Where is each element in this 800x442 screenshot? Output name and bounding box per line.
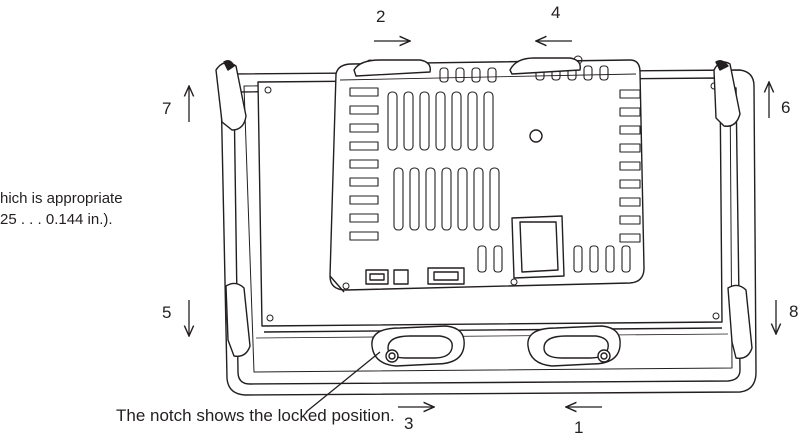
clip-left-upper: [215, 62, 247, 131]
top-clip-right: [509, 57, 581, 75]
clip-left-lower: [225, 282, 251, 357]
clip-right-lower: [727, 284, 753, 359]
bezel-inner-lip: [233, 87, 741, 385]
cable-duct: [511, 215, 565, 279]
caption-line-2: 25 . . . 0.144 in.).: [0, 211, 113, 228]
caption-line-1: hich is appropriate: [0, 190, 123, 207]
step-label-4: 4: [551, 3, 561, 22]
housing-vents: [349, 65, 641, 273]
step-label-3: 3: [404, 414, 414, 433]
callout-leader-line: [305, 351, 381, 413]
step-label-8: 8: [789, 302, 799, 321]
step-label-6: 6: [781, 98, 791, 117]
step-label-2: 2: [376, 7, 386, 26]
housing-round-boss: [529, 129, 543, 143]
step-label-5: 5: [162, 303, 172, 322]
step-label-7: 7: [162, 99, 172, 118]
rear-housing: [329, 59, 645, 291]
bottom-latch-left: [371, 325, 465, 367]
bottom-latch-right: [527, 325, 621, 367]
direction-arrows: [189, 41, 776, 407]
top-clip-left: [353, 59, 431, 77]
usb-port-2: [393, 269, 409, 285]
notch-callout-label: The notch shows the locked position.: [116, 406, 395, 425]
step-label-1: 1: [574, 418, 584, 437]
